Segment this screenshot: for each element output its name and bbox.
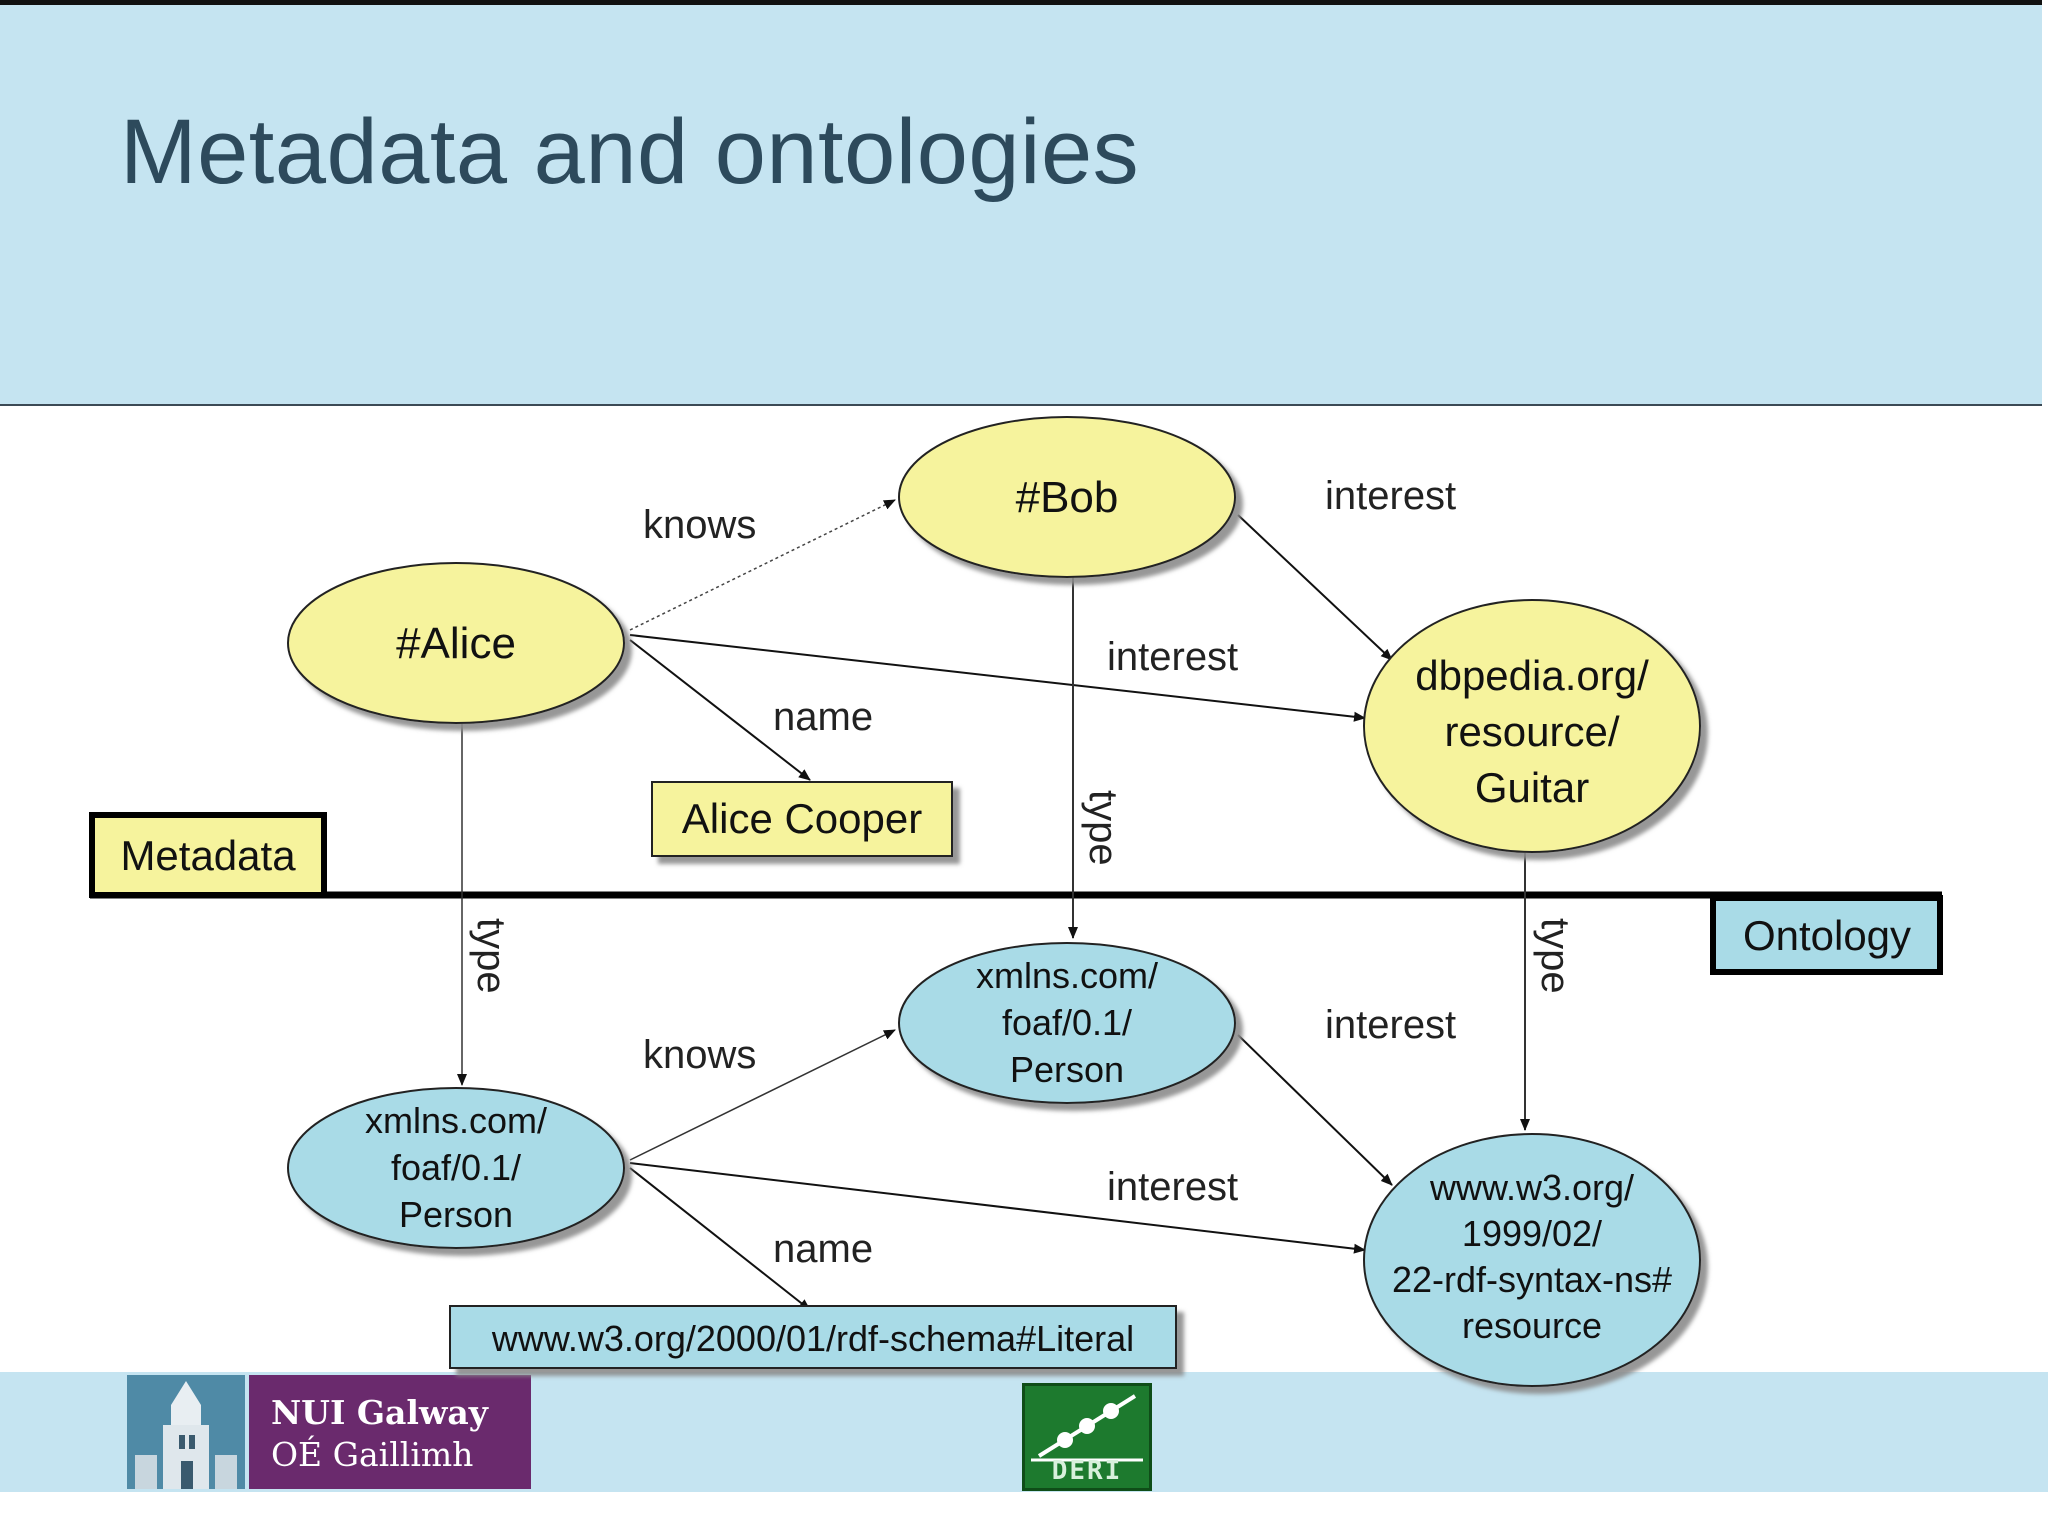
svg-text:Guitar: Guitar xyxy=(1475,764,1589,811)
svg-text:foaf/0.1/: foaf/0.1/ xyxy=(391,1147,521,1188)
nui-galway-crest-icon xyxy=(127,1375,245,1489)
ontology-label: Ontology xyxy=(1743,912,1911,959)
svg-text:xmlns.com/: xmlns.com/ xyxy=(365,1100,547,1141)
metadata-label-box: Metadata xyxy=(89,812,327,898)
edge-interest-alice xyxy=(629,634,1366,722)
node-person-left: xmlns.com/ foaf/0.1/ Person xyxy=(287,1087,625,1249)
svg-text:1999/02/: 1999/02/ xyxy=(1462,1213,1602,1254)
node-bob: #Bob xyxy=(898,416,1236,578)
nui-galway-irish-name: OÉ Gaillimh xyxy=(271,1435,474,1474)
edge-knows-top xyxy=(629,499,896,631)
edge-interest-person-center xyxy=(1237,1034,1393,1186)
tower-icon xyxy=(127,1375,245,1489)
edge-interest-person-left xyxy=(629,1162,1366,1254)
svg-text:foaf/0.1/: foaf/0.1/ xyxy=(1002,1002,1132,1043)
edge-label-name-bottom: name xyxy=(773,1227,873,1271)
deri-graph-icon xyxy=(1031,1394,1143,1462)
nui-galway-logo: NUI Galway OÉ Gaillimh xyxy=(249,1375,531,1489)
svg-text:resource: resource xyxy=(1462,1305,1602,1346)
edge-knows-bottom xyxy=(629,1029,896,1161)
edge-label-knows-top: knows xyxy=(643,503,756,547)
edge-name-bottom xyxy=(629,1167,811,1311)
svg-text:www.w3.org/: www.w3.org/ xyxy=(1429,1167,1634,1208)
svg-text:#Alice: #Alice xyxy=(396,619,516,668)
svg-text:Person: Person xyxy=(399,1194,513,1235)
deri-logo: DERI xyxy=(1022,1383,1152,1491)
svg-text:dbpedia.org/: dbpedia.org/ xyxy=(1415,652,1649,699)
svg-text:Person: Person xyxy=(1010,1049,1124,1090)
edge-label-name-top: name xyxy=(773,695,873,739)
edge-name-top xyxy=(629,639,811,781)
svg-text:#Bob: #Bob xyxy=(1016,473,1119,522)
svg-text:xmlns.com/: xmlns.com/ xyxy=(976,955,1158,996)
svg-text:22-rdf-syntax-ns#: 22-rdf-syntax-ns# xyxy=(1392,1259,1672,1300)
edge-label-knows-bottom: knows xyxy=(643,1033,756,1077)
node-literal: www.w3.org/2000/01/rdf-schema#Literal xyxy=(449,1305,1177,1369)
node-alice-cooper: Alice Cooper xyxy=(651,781,953,857)
edge-label-type-bob: type xyxy=(1081,790,1125,866)
svg-text:resource/: resource/ xyxy=(1444,708,1619,755)
node-rdf-resource: www.w3.org/ 1999/02/ 22-rdf-syntax-ns# r… xyxy=(1363,1133,1701,1387)
svg-text:www.w3.org/2000/01/rdf-schema#: www.w3.org/2000/01/rdf-schema#Literal xyxy=(491,1318,1134,1359)
header-band xyxy=(0,0,2042,406)
deri-label: DERI xyxy=(1051,1456,1123,1486)
slide-title: Metadata and ontologies xyxy=(120,101,1140,203)
edge-label-type-alice: type xyxy=(469,918,513,994)
node-guitar: dbpedia.org/ resource/ Guitar xyxy=(1363,599,1701,853)
edge-interest-bob xyxy=(1237,514,1393,661)
svg-text:Alice Cooper: Alice Cooper xyxy=(682,795,922,842)
nui-galway-name: NUI Galway xyxy=(271,1393,488,1432)
edge-label-interest-person-center: interest xyxy=(1325,1003,1456,1047)
node-alice: #Alice xyxy=(287,562,625,724)
edge-label-interest-person-left: interest xyxy=(1107,1165,1238,1209)
ontology-label-box: Ontology xyxy=(1710,895,1943,975)
edge-label-interest-alice: interest xyxy=(1107,635,1238,679)
node-person-center: xmlns.com/ foaf/0.1/ Person xyxy=(898,942,1236,1104)
metadata-label: Metadata xyxy=(120,832,296,879)
edge-label-interest-bob: interest xyxy=(1325,474,1456,518)
edge-label-type-guitar: type xyxy=(1533,918,1577,994)
